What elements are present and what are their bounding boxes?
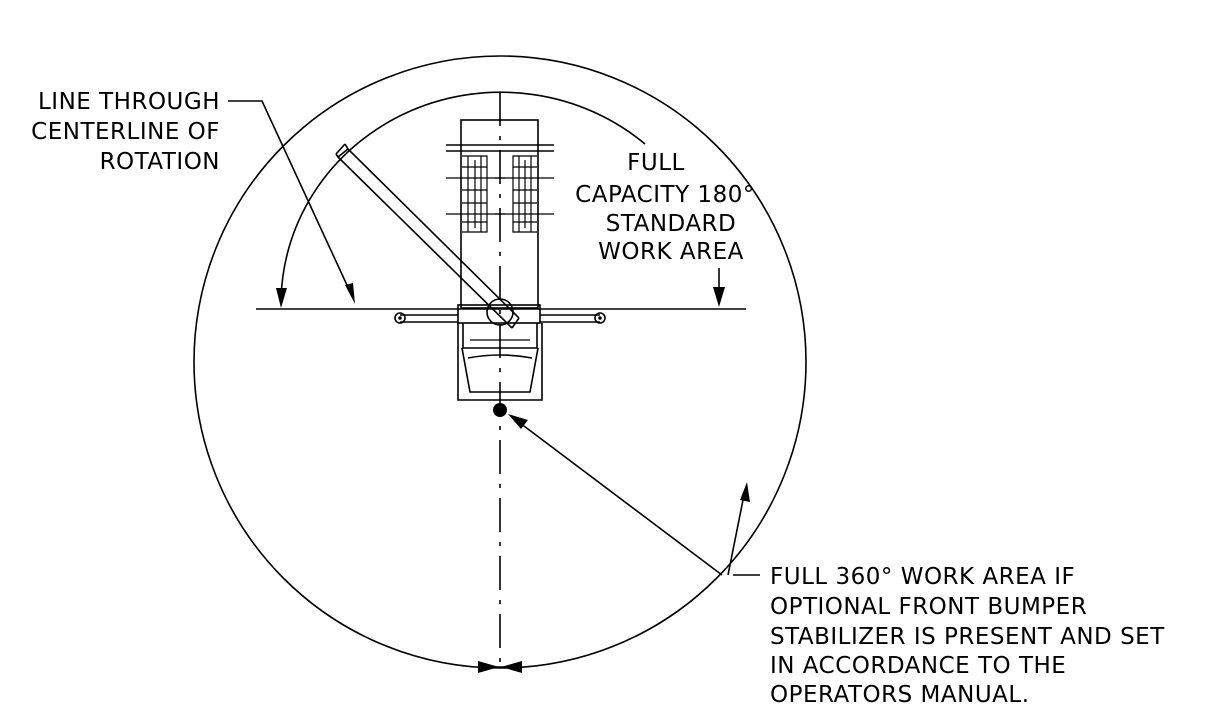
truck-cab [457, 323, 543, 401]
outrigger-right [540, 312, 606, 324]
label-full-360-5: OPERATORS MANUAL. [770, 682, 1030, 708]
crane-boom [335, 143, 520, 329]
full-360-work-area-circle [193, 55, 807, 669]
bottom-360-arrows [478, 661, 522, 673]
label-centerline-2: CENTERLINE OF [31, 119, 220, 145]
label-full-360-1: FULL 360° WORK AREA IF [770, 564, 1075, 590]
arrowhead-work-area [713, 287, 725, 307]
outrigger-left [394, 312, 458, 324]
arrowhead-left-arc [276, 288, 287, 308]
label-centerline-3: ROTATION [100, 149, 220, 175]
full-360-leaders [508, 414, 760, 576]
full-capacity-180-arc [280, 91, 646, 301]
label-full-360-2: OPTIONAL FRONT BUMPER [770, 594, 1087, 620]
label-full-capacity-3: STANDARD [606, 211, 737, 237]
label-full-capacity-2: CAPACITY 180° [575, 182, 755, 208]
front-bumper-stabilizer-point [493, 403, 507, 417]
label-full-360-3: STABILIZER IS PRESENT AND SET [770, 624, 1165, 650]
crane-base [457, 298, 541, 326]
centerline-leader [228, 100, 353, 297]
label-full-capacity-1: FULL [627, 150, 685, 176]
label-full-capacity-4: WORK AREA [598, 239, 744, 265]
truck-body [446, 119, 554, 309]
label-full-360-4: IN ACCORDANCE TO THE [770, 653, 1066, 679]
label-centerline-1: LINE THROUGH [38, 89, 220, 115]
